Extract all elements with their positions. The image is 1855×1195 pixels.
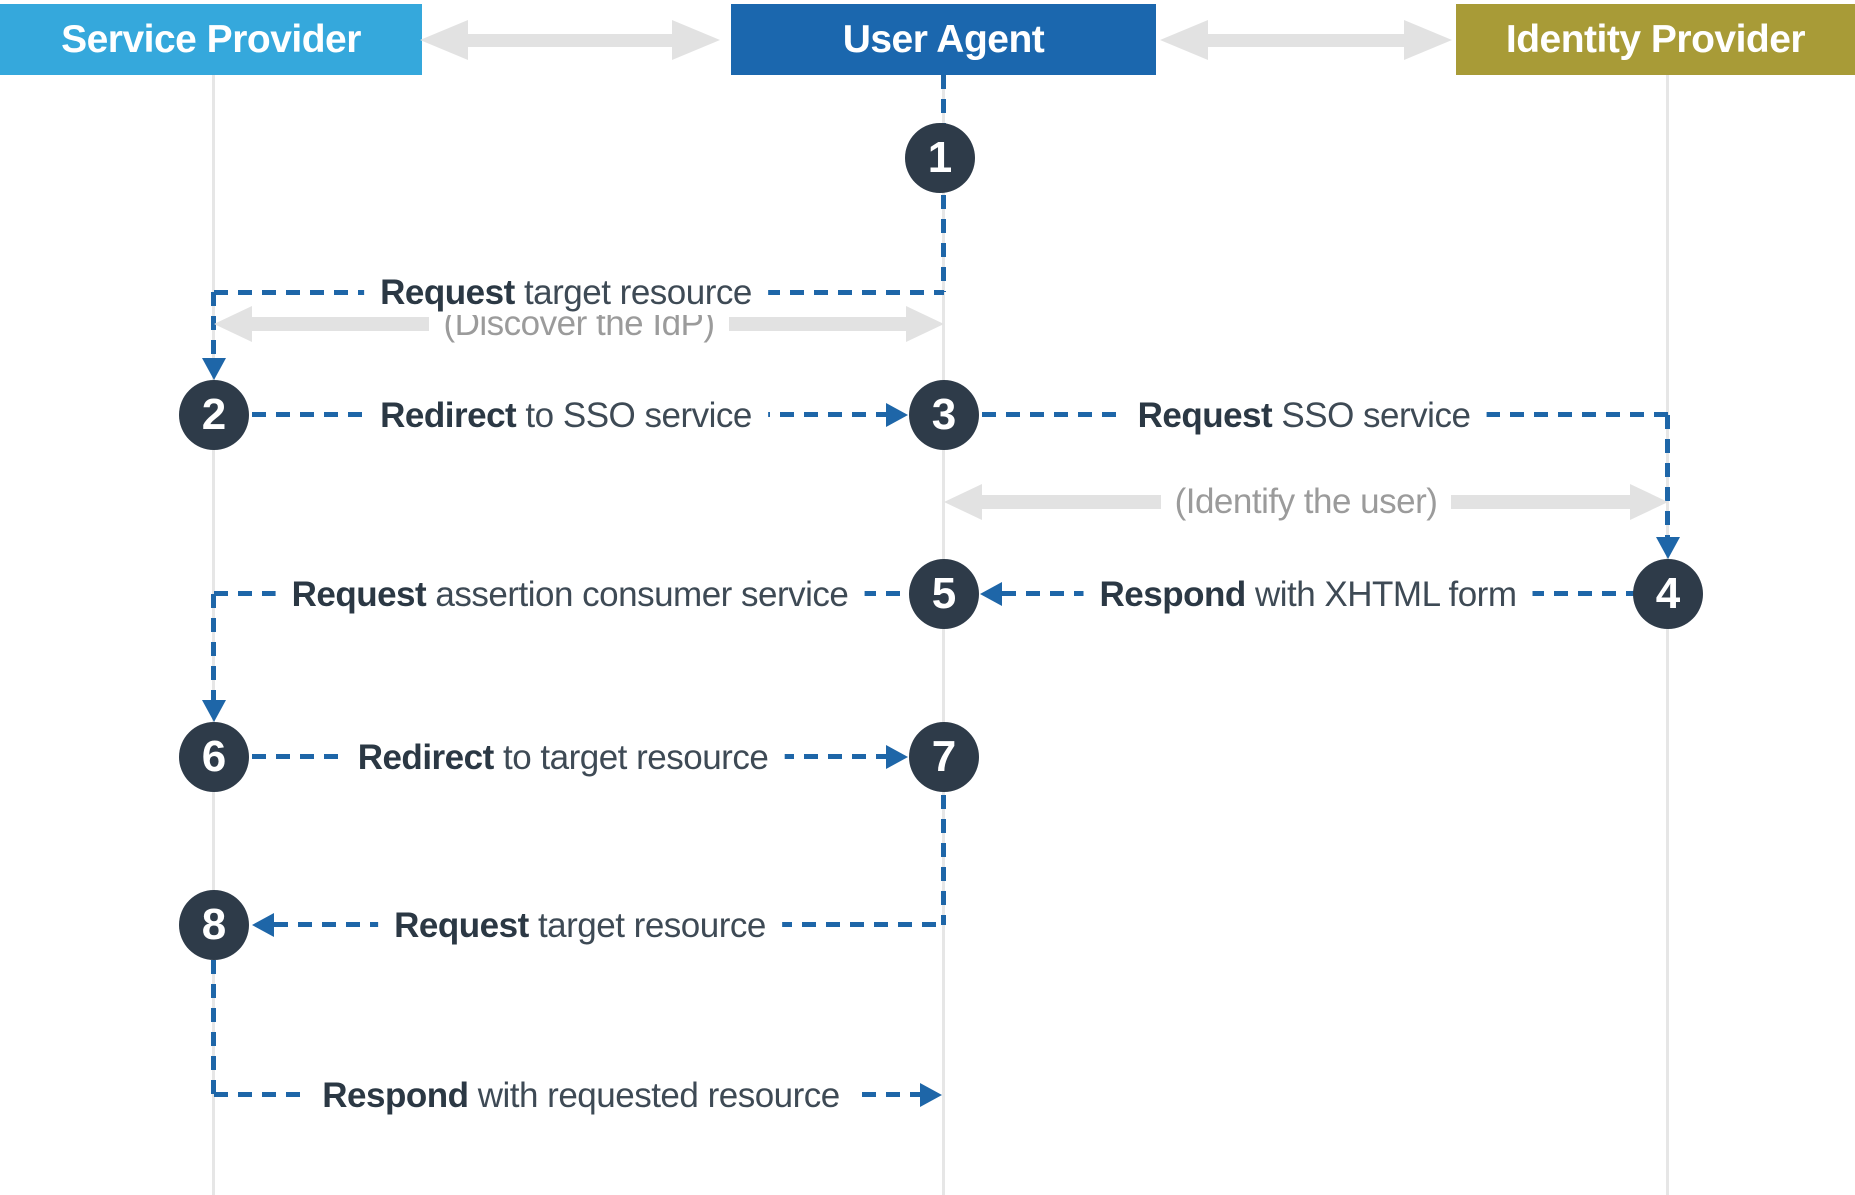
arrowhead-left-icon bbox=[420, 20, 468, 60]
step-number: 7 bbox=[931, 732, 957, 781]
arrow-shaft bbox=[982, 495, 1161, 509]
arrowhead-left-icon bbox=[944, 484, 982, 520]
message-label-1: Request target resource bbox=[364, 271, 768, 315]
actor-identity-provider: Identity Provider bbox=[1456, 4, 1855, 75]
arrowhead-right-icon bbox=[1630, 484, 1668, 520]
step-number: 5 bbox=[931, 569, 957, 618]
step-circle-4: 4 bbox=[1633, 559, 1703, 629]
actor-label: Identity Provider bbox=[1505, 17, 1806, 61]
message-label-3: Request SSO service bbox=[1121, 394, 1487, 438]
step-circle-1: 1 bbox=[905, 123, 975, 193]
annotation-label: (Identify the user) bbox=[1174, 482, 1438, 521]
message-verb: Request bbox=[291, 575, 427, 614]
message-rest: SSO service bbox=[1272, 396, 1471, 435]
step-number: 6 bbox=[201, 732, 227, 781]
flow-segment bbox=[1665, 415, 1670, 537]
message-label-4: Respond with XHTML form bbox=[1083, 573, 1533, 617]
message-verb: Redirect bbox=[380, 396, 517, 435]
double-arrow-icon bbox=[1160, 20, 1452, 60]
arrowhead-right-icon bbox=[886, 403, 908, 427]
arrowhead-left-icon bbox=[252, 913, 274, 937]
step-circle-5: 5 bbox=[909, 559, 979, 629]
actor-label: Service Provider bbox=[61, 17, 361, 61]
message-verb: Request bbox=[380, 273, 515, 312]
arrow-shaft bbox=[1451, 495, 1630, 509]
step-circle-6: 6 bbox=[179, 722, 249, 792]
arrow-shaft bbox=[468, 33, 672, 47]
message-rest: to SSO service bbox=[516, 396, 752, 435]
message-rest: with XHTML form bbox=[1245, 575, 1517, 614]
message-label-2: Redirect to SSO service bbox=[364, 394, 768, 438]
arrowhead-right-icon bbox=[1404, 20, 1452, 60]
double-arrow-icon bbox=[420, 20, 720, 60]
arrowhead-right-icon bbox=[886, 745, 908, 769]
flow-segment bbox=[941, 795, 946, 925]
annotation-identify-user: (Identify the user) bbox=[944, 478, 1668, 526]
arrow-shaft bbox=[252, 317, 430, 331]
message-rest: with requested resource bbox=[468, 1076, 841, 1115]
lifeline-identity-provider bbox=[1666, 75, 1669, 1195]
arrowhead-down-icon bbox=[1656, 537, 1680, 559]
message-verb: Respond bbox=[1099, 575, 1247, 614]
step-number: 3 bbox=[931, 390, 957, 439]
arrowhead-left-icon bbox=[1160, 20, 1208, 60]
step-circle-7: 7 bbox=[909, 722, 979, 792]
actor-label: User Agent bbox=[842, 17, 1045, 61]
step-circle-2: 2 bbox=[179, 380, 249, 450]
arrowhead-left-icon bbox=[214, 306, 252, 342]
message-verb: Redirect bbox=[357, 738, 495, 777]
step-number: 8 bbox=[201, 900, 227, 949]
lifeline-user-agent bbox=[942, 75, 945, 1195]
message-verb: Request bbox=[394, 906, 529, 945]
message-rest: target resource bbox=[528, 906, 766, 945]
actor-service-provider: Service Provider bbox=[0, 4, 422, 75]
actor-user-agent: User Agent bbox=[731, 4, 1156, 75]
message-label-7: Request target resource bbox=[378, 904, 782, 948]
flow-segment bbox=[211, 292, 216, 360]
arrow-shaft bbox=[728, 317, 906, 331]
flow-segment bbox=[211, 960, 216, 1095]
arrowhead-right-icon bbox=[920, 1083, 942, 1107]
arrowhead-left-icon bbox=[980, 582, 1002, 606]
step-number: 2 bbox=[201, 390, 227, 439]
arrowhead-down-icon bbox=[202, 358, 226, 380]
message-verb: Request bbox=[1137, 396, 1273, 435]
message-rest: to target resource bbox=[493, 738, 769, 777]
message-rest: target resource bbox=[514, 273, 752, 312]
message-label-5: Request assertion consumer service bbox=[275, 573, 865, 617]
message-label-6: Redirect to target resource bbox=[341, 736, 785, 780]
step-number: 1 bbox=[927, 133, 953, 182]
arrowhead-right-icon bbox=[906, 306, 944, 342]
arrowhead-down-icon bbox=[202, 700, 226, 722]
step-number: 4 bbox=[1655, 569, 1681, 618]
arrow-shaft bbox=[1208, 33, 1404, 47]
step-circle-3: 3 bbox=[909, 380, 979, 450]
arrowhead-right-icon bbox=[672, 20, 720, 60]
message-rest: assertion consumer service bbox=[426, 575, 849, 614]
message-verb: Respond bbox=[322, 1076, 469, 1115]
flow-segment bbox=[211, 594, 216, 700]
message-label-8: Respond with requested resource bbox=[306, 1074, 856, 1118]
step-circle-8: 8 bbox=[179, 890, 249, 960]
